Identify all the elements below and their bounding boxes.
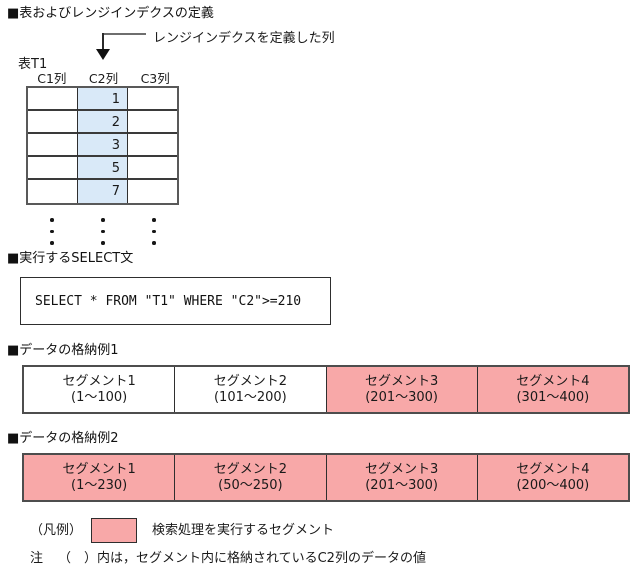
note-prefix: 注 (30, 551, 44, 566)
table-cell (128, 88, 177, 111)
segment-3-highlighted: セグメント3 (201～300) (326, 455, 478, 500)
segment-name: セグメント3 (364, 461, 439, 477)
segment-2: セグメント2 (101～200) (175, 367, 327, 412)
segment-range: (50～250) (218, 477, 283, 493)
segment-name: セグメント2 (213, 373, 288, 389)
dot (50, 241, 54, 245)
segment-range: (1～100) (71, 389, 128, 405)
segment-3-highlighted: セグメント3 (201～300) (326, 367, 478, 412)
segment-2-highlighted: セグメント2 (50～250) (175, 455, 327, 500)
legend-highlight-swatch (91, 518, 137, 543)
column-header-c1: C1列 (37, 71, 67, 86)
note-text: （ ）内は，セグメント内に格納されているC2列のデータの値 (58, 551, 426, 566)
segment-4-highlighted: セグメント4 (301～400) (477, 367, 628, 412)
callout-line-horizontal (104, 33, 146, 35)
segment-range: (301～400) (516, 389, 590, 405)
table-cell (28, 88, 78, 111)
column-header-row: C1列 C2列 C3列 (26, 68, 181, 87)
segment-name: セグメント1 (62, 461, 136, 477)
table-t1: 1 2 3 5 7 (26, 86, 179, 205)
segment-range: (101～200) (213, 389, 287, 405)
segment-name: セグメント2 (213, 461, 288, 477)
table-cell-c2: 7 (78, 180, 128, 203)
column-header-c3: C3列 (140, 71, 170, 86)
table-cell-c2: 1 (78, 88, 128, 111)
segment-4-highlighted: セグメント4 (200～400) (477, 455, 628, 500)
ellipsis-dots-c2 (101, 218, 105, 253)
section-heading-example1: ■データの格納例1 (7, 343, 119, 358)
table-cell-c2: 3 (78, 134, 128, 157)
segment-range: (201～300) (365, 477, 439, 493)
sql-statement: SELECT * FROM "T1" WHERE "C2">=210 (35, 293, 302, 309)
section-heading-table-definition: ■表およびレンジインデクスの定義 (7, 6, 214, 21)
table-name: 表T1 (18, 57, 48, 72)
storage-example1-bar: セグメント1 (1～100) セグメント2 (101～200) セグメント3 (… (22, 365, 630, 414)
table-cell (28, 180, 78, 203)
dot (101, 229, 105, 233)
table-cell (128, 134, 177, 157)
segment-range: (1～230) (71, 477, 128, 493)
dot (152, 241, 156, 245)
table-cell (28, 157, 78, 180)
dot (50, 218, 54, 222)
legend-description: 検索処理を実行するセグメント (152, 523, 335, 538)
storage-example2-bar: セグメント1 (1～230) セグメント2 (50～250) セグメント3 (2… (22, 453, 630, 502)
ellipsis-dots-c3 (152, 218, 156, 253)
segment-range: (201～300) (365, 389, 439, 405)
legend-label: （凡例） (30, 523, 83, 538)
column-header-c2: C2列 (88, 71, 119, 86)
table-cell-c2: 5 (78, 157, 128, 180)
callout-line-vertical (102, 33, 104, 50)
callout-label: レンジインデクスを定義した列 (153, 31, 335, 46)
table-cell (128, 157, 177, 180)
segment-range: (200～400) (516, 477, 590, 493)
section-heading-select: ■実行するSELECT文 (7, 251, 134, 266)
section-heading-example2: ■データの格納例2 (7, 431, 119, 446)
segment-name: セグメント4 (516, 461, 590, 477)
dot (50, 229, 54, 233)
dot (101, 241, 105, 245)
table-cell (128, 111, 177, 134)
down-arrow-icon (96, 49, 110, 60)
segment-1-highlighted: セグメント1 (1～230) (24, 455, 176, 500)
table-cell (28, 111, 78, 134)
ellipsis-dots-c1 (50, 218, 54, 253)
dot (152, 229, 156, 233)
table-cell (28, 134, 78, 157)
dot (152, 218, 156, 222)
segment-name: セグメント1 (62, 373, 136, 389)
segment-name: セグメント3 (364, 373, 439, 389)
table-cell (128, 180, 177, 203)
segment-name: セグメント4 (516, 373, 590, 389)
segment-1: セグメント1 (1～100) (24, 367, 176, 412)
dot (101, 218, 105, 222)
table-cell-c2: 2 (78, 111, 128, 134)
select-statement-box: SELECT * FROM "T1" WHERE "C2">=210 (20, 277, 331, 325)
